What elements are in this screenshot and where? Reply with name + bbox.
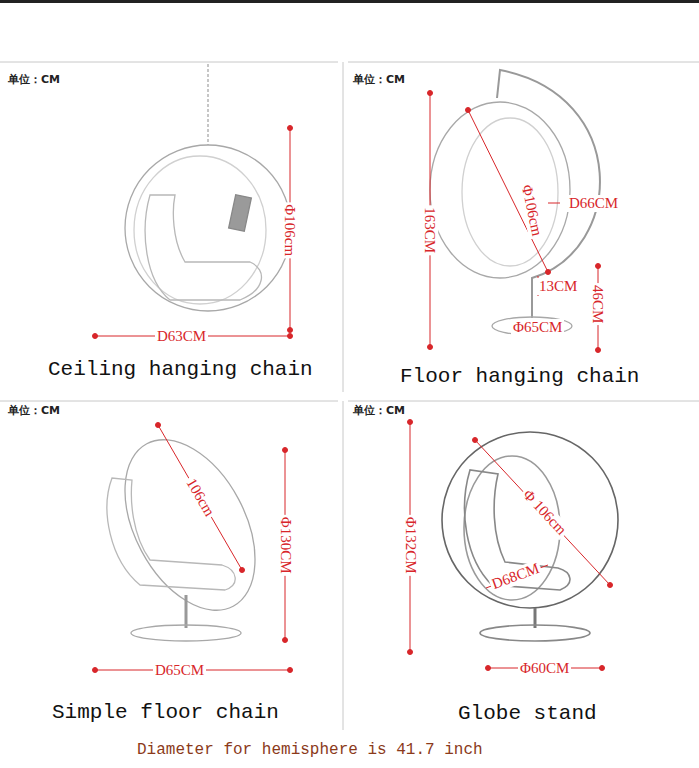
panel-rule [0,62,338,63]
dimension-end [466,108,471,113]
dimension-end [596,348,601,353]
dimension-end [596,264,601,269]
dimension-end [600,666,605,671]
base-plate [480,625,590,641]
dimension-label: Φ60CM [518,660,571,677]
panel-rule [0,401,338,402]
base-plate [131,625,241,641]
dimension-end [428,345,433,350]
globe-opening [464,456,560,600]
dimension-end [546,270,551,275]
dimension-label: 46CM [590,283,607,325]
unit-note: 单位：CM [8,74,60,86]
panel-rule [343,401,344,730]
dimension-label: Φ106cm [282,202,299,258]
dimension-end [473,438,478,443]
unit-note: 单位：CM [353,405,405,417]
dimension-label: Φ106cm [518,181,546,239]
bubble-shell [430,102,570,278]
dimension-label: D63CM [155,328,208,345]
panel-caption: Globe stand [458,702,597,725]
panel-caption: Simple floor chain [52,701,279,724]
dimension-end [283,638,288,643]
dimension-label: D66CM [567,195,620,212]
caption-note: Diameter for hemisphere is 41.7 inch [137,742,483,760]
dimension-end [93,334,98,339]
dimension-end [486,666,491,671]
dimension-label: 13CM [537,278,579,295]
dimension-line [548,203,560,204]
bubble-opening [462,118,558,266]
dimension-label: Φ65CM [511,319,564,336]
cushion [107,478,235,590]
panel-rule [348,62,699,63]
panel-frames [0,62,699,730]
globe-chair [442,432,618,641]
top-bar [0,0,699,3]
dimension-label: Φ132CM [402,515,419,576]
unit-note: 单位：CM [8,405,60,417]
panel-caption: Floor hanging chain [400,365,639,388]
dimension-label: 106cm [182,474,219,521]
dimension-line [468,110,548,272]
panel-rule [343,62,344,392]
pole [185,595,188,628]
dimension-end [288,328,293,333]
dimension-end [283,448,288,453]
dimension-end [408,420,413,425]
dimension-label: Φ 106cm [518,485,571,540]
floor-chair [98,418,282,641]
dimension-end [608,583,613,588]
bubble-opening [134,156,266,304]
dimension-end [93,668,98,673]
dimension-end [408,650,413,655]
dimension-label: D65CM [153,662,206,679]
globe-shell [442,432,618,608]
dimension-end [428,91,433,96]
speaker [229,195,252,232]
cushion [145,195,261,300]
chain [207,64,208,145]
dimension-line [158,425,242,570]
arc-stand [497,70,600,318]
dimension-label: Φ130CM [277,515,294,576]
dimension-end [240,568,245,573]
dimension-end [288,334,293,339]
dimension-end [156,423,161,428]
dimension-end [288,668,293,673]
dimension-line [475,440,610,585]
unit-note: 单位：CM [353,74,405,86]
bubble-shell [125,145,291,311]
egg-shell [98,418,282,632]
dimension-end [288,126,293,131]
ceiling-chair [125,64,291,311]
panel-caption: Ceiling hanging chain [48,358,313,381]
panel-rule [348,401,699,402]
base-plate [492,317,572,335]
dimension-label: 163CM [422,205,439,255]
